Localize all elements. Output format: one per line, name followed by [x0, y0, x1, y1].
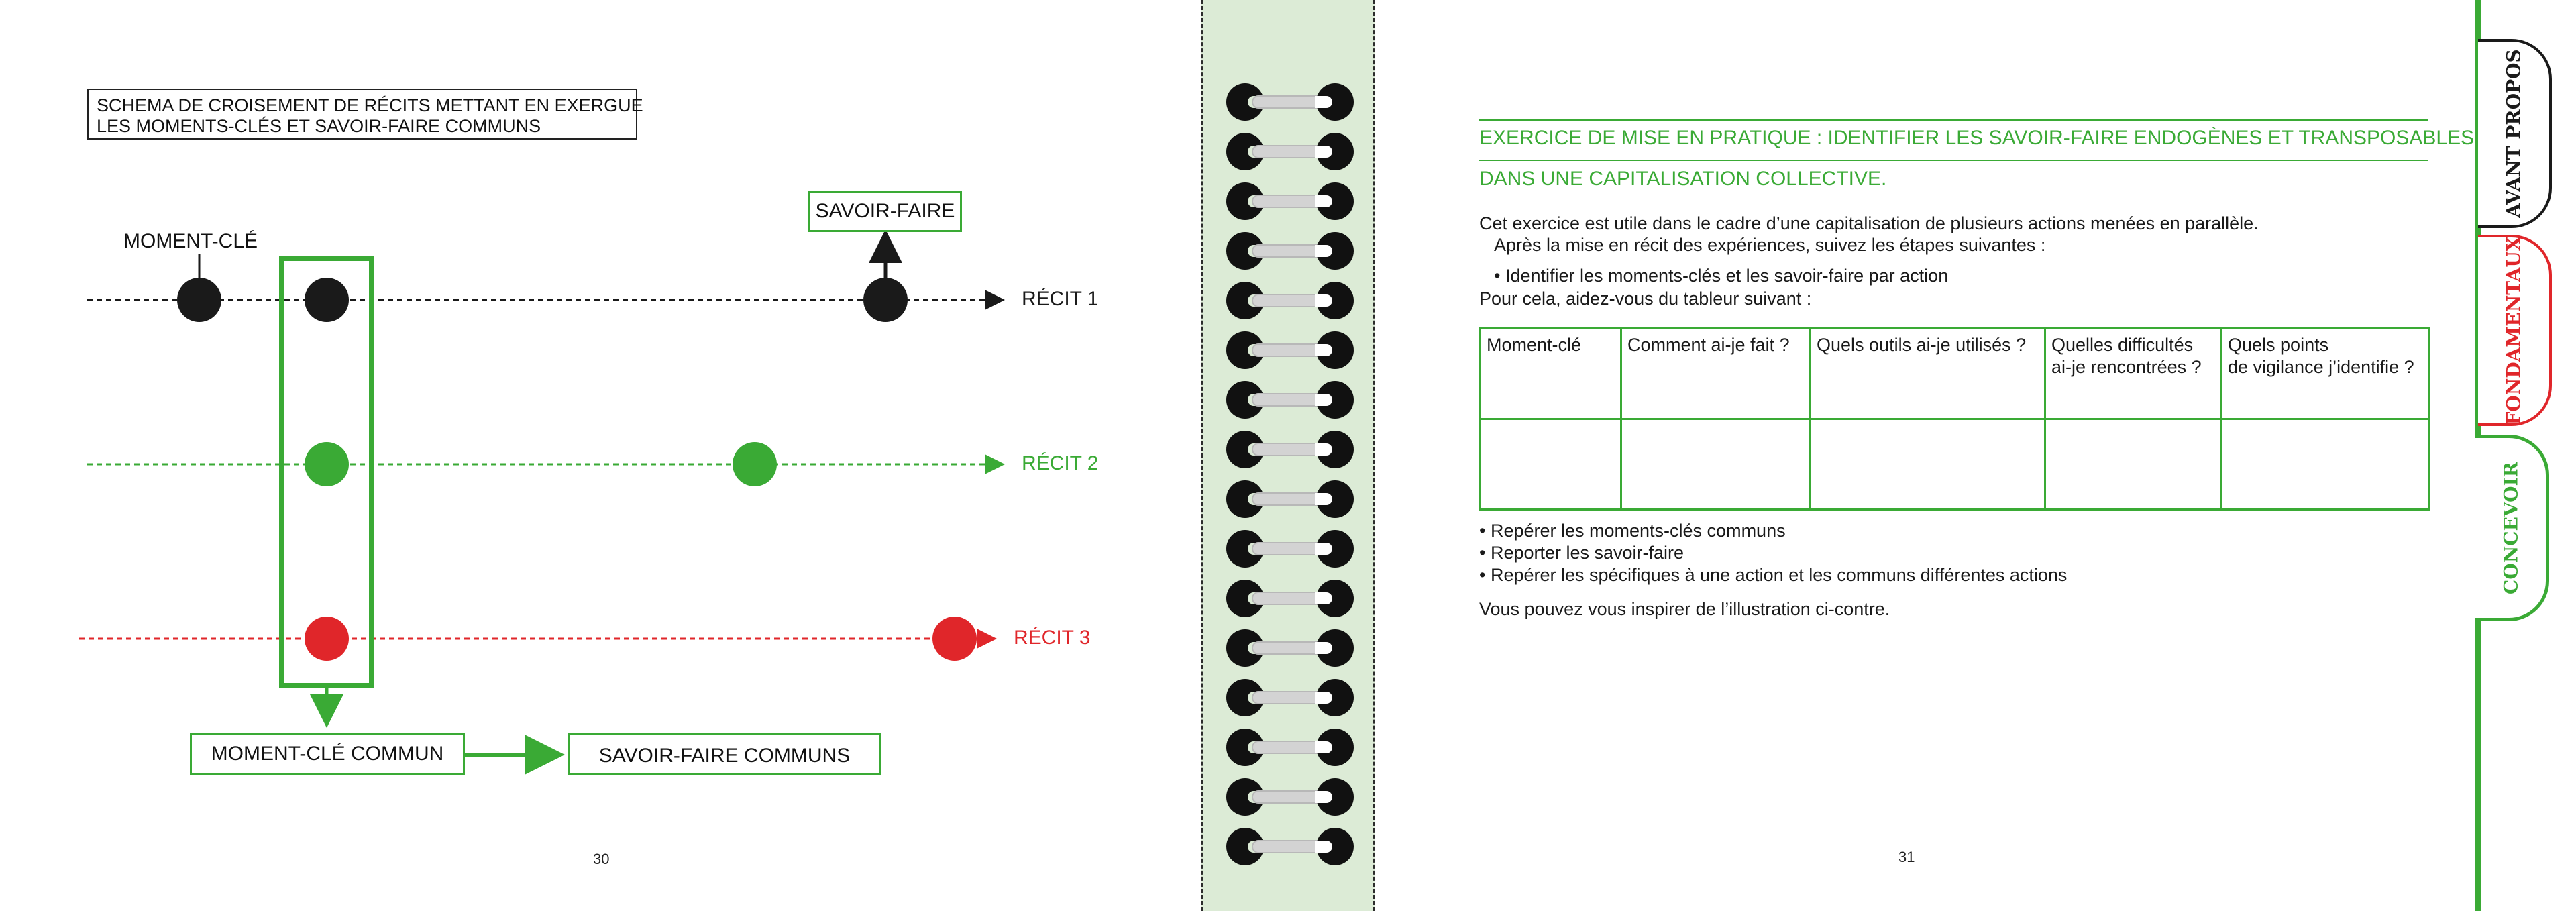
exercise-table: Moment-clé Comment ai-je fait ? Quels ou…	[1479, 327, 2430, 511]
tab-avant-propos[interactable]: AVANT PROPOS	[2478, 39, 2552, 228]
moment-cle-commun-label: MOMENT-CLÉ COMMUN	[211, 743, 444, 765]
bullet-identify: • Identifier les moments-clés et les sav…	[1494, 266, 1948, 286]
table-header-cell: Quels outils ai-je utilisés ?	[1811, 328, 2045, 419]
spiral-ring	[1226, 679, 1354, 716]
recit1-dot	[177, 278, 221, 322]
recit3-dot	[305, 617, 349, 661]
spiral-ring	[1226, 232, 1354, 270]
recit1-label: RÉCIT 1	[1022, 288, 1098, 311]
spiral-ring	[1226, 530, 1354, 568]
spiral-ring	[1226, 729, 1354, 766]
step-item: • Reporter les savoir-faire	[1479, 543, 1684, 564]
table-header-cell: Quelles difficultés ai-je rencontrées ?	[2045, 328, 2222, 419]
heading-rule-top	[1479, 119, 2428, 121]
recit3-label: RÉCIT 3	[1014, 627, 1090, 649]
tab-fondamentaux[interactable]: FONDAMENTAUX	[2478, 235, 2552, 426]
recit2-dot	[733, 442, 777, 486]
recit1-dot	[305, 278, 349, 322]
spiral-ring	[1226, 381, 1354, 419]
spiral-ring	[1226, 778, 1354, 816]
spiral-ring	[1226, 580, 1354, 617]
intro-line3: Pour cela, aidez-vous du tableur suivant…	[1479, 288, 1811, 309]
recit3-dot	[932, 617, 977, 661]
tab-fondamentaux-label: FONDAMENTAUX	[2503, 236, 2525, 425]
savoir-faire-label: SAVOIR-FAIRE	[816, 200, 955, 222]
moment-cle-label: MOMENT-CLÉ	[123, 230, 258, 253]
spiral-ring	[1226, 133, 1354, 170]
page-number-right: 31	[1898, 849, 1915, 866]
recit1-dot	[863, 278, 908, 322]
left-page: SCHEMA DE CROISEMENT DE RÉCITS METTANT E…	[0, 0, 1201, 911]
spiral-ring	[1226, 83, 1354, 121]
step-item: • Repérer les spécifiques à une action e…	[1479, 565, 2067, 586]
spiral-ring	[1226, 331, 1354, 369]
savoir-faire-communs-label: SAVOIR-FAIRE COMMUNS	[599, 745, 850, 767]
table-header-cell: Moment-clé	[1481, 328, 1621, 419]
spiral-ring	[1226, 828, 1354, 865]
tab-avant-propos-label: AVANT PROPOS	[2503, 49, 2525, 218]
step-item: • Repérer les moments-clés communs	[1479, 521, 1786, 541]
table-cell[interactable]	[1481, 419, 1621, 510]
closing-text: Vous pouvez vous inspirer de l’illustrat…	[1479, 599, 1890, 620]
spiral-ring	[1226, 182, 1354, 220]
table-cell[interactable]	[2222, 419, 2430, 510]
table-cell[interactable]	[1621, 419, 1811, 510]
tab-concevoir[interactable]: CONCEVOIR	[2475, 435, 2549, 621]
intro-line2: Après la mise en récit des expériences, …	[1494, 235, 2045, 256]
spiral-ring	[1226, 629, 1354, 667]
spiral-ring	[1226, 480, 1354, 518]
spiral-ring	[1226, 282, 1354, 319]
savoir-faire-box: SAVOIR-FAIRE	[808, 191, 962, 232]
table-cell[interactable]	[1811, 419, 2045, 510]
moment-cle-commun-box: MOMENT-CLÉ COMMUN	[190, 733, 465, 775]
table-cell[interactable]	[2045, 419, 2222, 510]
table-header-cell: Comment ai-je fait ?	[1621, 328, 1811, 419]
table-header-cell: Quels points de vigilance j’identifie ?	[2222, 328, 2430, 419]
spiral-binding	[1201, 0, 1375, 911]
exercise-heading-line2: DANS UNE CAPITALISATION COLLECTIVE.	[1479, 168, 2428, 191]
table-row	[1481, 419, 2430, 510]
exercise-heading-line1: EXERCICE DE MISE EN PRATIQUE : IDENTIFIE…	[1479, 127, 2428, 150]
page-number-left: 30	[593, 851, 609, 868]
recit2-dot	[305, 442, 349, 486]
savoir-faire-communs-box: SAVOIR-FAIRE COMMUNS	[568, 733, 881, 775]
heading-rule-middle	[1479, 160, 2428, 161]
table-header-row: Moment-clé Comment ai-je fait ? Quels ou…	[1481, 328, 2430, 419]
spiral-ring	[1226, 431, 1354, 468]
intro-line1: Cet exercice est utile dans le cadre d’u…	[1479, 213, 2259, 234]
tab-concevoir-label: CONCEVOIR	[2500, 462, 2522, 594]
recit2-label: RÉCIT 2	[1022, 452, 1098, 475]
